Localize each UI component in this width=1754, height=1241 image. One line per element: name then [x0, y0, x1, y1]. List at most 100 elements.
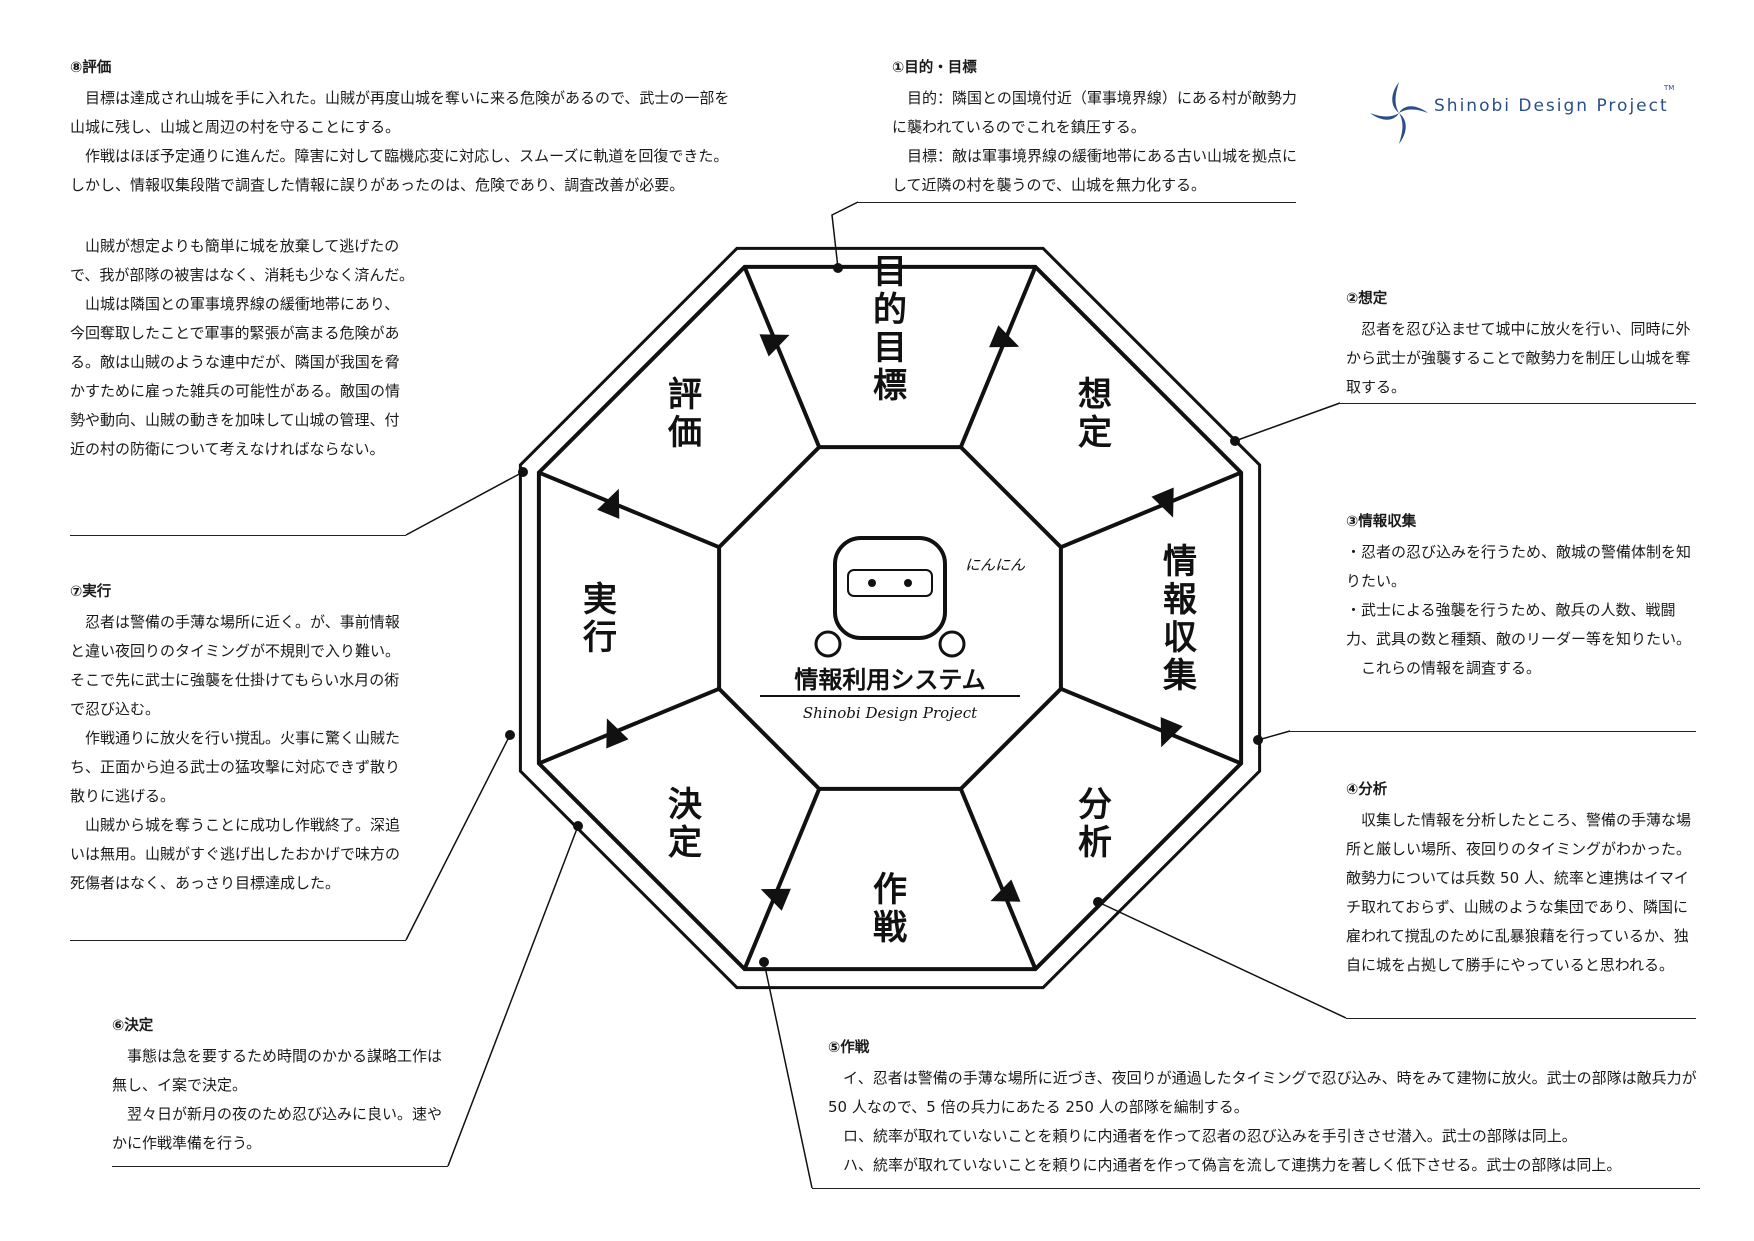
leader-dot [573, 821, 583, 831]
segment-label-char: 定 [1078, 413, 1112, 453]
section-title: ③情報収集 [1346, 514, 1417, 530]
paragraph: 翌々日が新月の夜のため忍び込みに良い。速やかに作戦準備を行う。 [112, 1105, 443, 1152]
segment-label-char: 析 [1078, 823, 1112, 863]
paragraph: 山賊から城を奪うことに成功し作戦終了。深追いは無用。山賊がすぐ逃げ出したおかげで… [70, 816, 401, 892]
ninja-eye-icon [904, 579, 912, 587]
leader-dot [518, 467, 528, 477]
paragraph: ロ、統率が取れていないことを頼りに内通者を作って忍者の忍び込みを手引きさせ潜入。… [843, 1127, 1577, 1145]
section-evaluation: ⑧評価 目標は達成され山城を手に入れた。山賊が再度山城を奪いに来る危険があるので… [70, 56, 730, 200]
bullet-item: ・忍者の忍び込みを行うため、敵城の警備体制を知りたい。 [1346, 543, 1692, 590]
segment-label-char: 収 [1163, 618, 1197, 658]
cycle-arrow-icon [760, 888, 791, 911]
section-plan: ⑤作戦 イ、忍者は警備の手薄な場所に近づき、夜回りが通過したタイミングで忍び込み… [828, 1036, 1708, 1180]
segment-divider [1060, 686, 1242, 766]
section-execution: ⑦実行 忍者は警備の手薄な場所に近く。が、事前情報と違い夜回りのタイミングが不規… [70, 580, 414, 898]
segment-label-execution: 実行 [583, 580, 617, 658]
paragraph: 山城は隣国との軍事境界線の緩衝地帯にあり、今回奪取したことで軍事的緊張が高まる危… [70, 295, 401, 458]
paragraph: 目的：隣国との国境付近（軍事境界線）にある村が敵勢力に襲われているのでこれを鎮圧… [892, 89, 1297, 136]
segment-label-char: 実 [583, 580, 617, 620]
leader-line [1257, 730, 1291, 741]
paragraph: 忍者を忍び込ませて城中に放火を行い、同時に外から武士が強襲することで敵勢力を制圧… [1346, 320, 1691, 396]
wheel-icon [814, 630, 842, 658]
leader-line [405, 471, 524, 536]
leader-underline [70, 535, 406, 536]
paragraph: 目標は達成され山城を手に入れた。山賊が再度山城を奪いに来る危険があるので、武士の… [70, 89, 730, 136]
segment-divider [958, 266, 1038, 448]
paragraph: 目標：敵は軍事境界線の緩衝地帯にある古い山城を拠点にして近隣の村を襲うので、山城… [892, 147, 1298, 194]
leader-underline [1290, 731, 1696, 732]
leader-dot [505, 730, 515, 740]
paragraph: ハ、統率が取れていないことを頼りに内通者を作って偽言を流して連携力を著しく低下さ… [843, 1156, 1622, 1174]
leader-underline [812, 1188, 1700, 1189]
segment-label-intel: 情報収集 [1162, 542, 1197, 696]
logo-text: Shinobi Design Project [1434, 96, 1669, 116]
octagon-outer-frame [518, 246, 1262, 990]
ninja-eye-icon [868, 579, 876, 587]
segment-label-char: 決 [668, 785, 702, 825]
segment-label-char: 情 [1163, 542, 1197, 582]
cycle-arrow-icon [990, 879, 1021, 902]
paragraph: 作戦はほぼ予定通りに進んだ。障害に対して臨機応変に対応し、スムーズに軌道を回復で… [70, 147, 729, 194]
section-assumption: ②想定 忍者を忍び込ませて城中に放火を行い、同時に外から武士が強襲することで敵勢… [1346, 287, 1700, 402]
segment-label-char: 価 [667, 413, 702, 453]
wheel-icon [938, 630, 966, 658]
cycle-arrow-icon [1160, 717, 1183, 748]
section-title: ②想定 [1346, 291, 1388, 307]
section-title: ⑦実行 [70, 584, 112, 600]
mascot-speech: にんにん [965, 556, 1026, 574]
center-title: 情報利用システム [794, 666, 985, 694]
section-title: ①目的・目標 [892, 60, 977, 76]
section-intel: ③情報収集 ・忍者の忍び込みを行うため、敵城の警備体制を知りたい。 ・武士による… [1346, 510, 1700, 683]
segment-label-plan: 作戦 [873, 870, 907, 948]
segment-label-char: 想 [1078, 375, 1112, 415]
section-evaluation-continued: 山賊が想定よりも簡単に城を放棄して逃げたので、我が部隊の被害はなく、消耗も少なく… [70, 232, 414, 464]
leader-line [405, 734, 511, 941]
cycle-arrow-icon [597, 488, 620, 519]
leader-underline [1340, 403, 1696, 404]
cycle-arrow-icon [606, 718, 629, 749]
section-analysis: ④分析 収集した情報を分析したところ、警備の手薄な場所と厳しい場所、夜回りのタイ… [1346, 778, 1700, 980]
leader-dot [1230, 436, 1240, 446]
section-title: ⑥決定 [112, 1018, 154, 1034]
paragraph: 収集した情報を分析したところ、警備の手薄な場所と厳しい場所、夜回りのタイミングが… [1346, 811, 1692, 974]
octagon-outer-ring [536, 264, 1244, 972]
segment-label-char: 定 [668, 823, 702, 863]
section-title: ⑧評価 [70, 60, 112, 76]
segment-label-char: 目 [873, 328, 907, 368]
cycle-arrow-icon [759, 334, 790, 357]
paragraph: イ、忍者は警備の手薄な場所に近づき、夜回りが通過したタイミングで忍び込み、時をみ… [828, 1069, 1697, 1116]
cycle-arrow-icon [989, 325, 1020, 348]
leader-line [763, 961, 813, 1189]
section-title: ④分析 [1346, 782, 1388, 798]
segment-label-char: 報 [1163, 580, 1197, 620]
segment-label-decision: 決定 [668, 785, 702, 863]
leader-dot [1253, 735, 1263, 745]
leader-underline [112, 1166, 448, 1167]
segment-divider [538, 686, 720, 766]
ninja-mask-icon [847, 569, 933, 597]
leader-dot [1093, 897, 1103, 907]
leader-line [1234, 402, 1341, 442]
section-purpose: ①目的・目標 目的：隣国との国境付近（軍事境界線）にある村が敵勢力に襲われている… [892, 56, 1310, 200]
cycle-arrow-icon [1151, 487, 1174, 518]
segment-label-assumption: 想定 [1078, 375, 1112, 453]
segment-divider [538, 470, 720, 550]
leader-dot [833, 263, 843, 273]
segment-label-char: 行 [583, 618, 617, 658]
paragraph: これらの情報を調査する。 [1361, 659, 1542, 677]
leader-underline [858, 202, 1296, 203]
bullet-item: ・武士による強襲を行うため、敵兵の人数、戦闘力、武具の数と種類、敵のリーダー等を… [1346, 601, 1692, 648]
ninja-mascot-icon [833, 536, 947, 640]
leader-line [831, 201, 859, 269]
segment-label-analysis: 分析 [1078, 785, 1112, 863]
leader-underline [70, 940, 406, 941]
segment-label-char: 作 [873, 870, 907, 910]
segment-divider [1060, 470, 1242, 550]
leader-line [447, 825, 579, 1167]
segment-label-evaluation: 評価 [667, 375, 702, 453]
leader-dot [759, 957, 769, 967]
segment-label-char: 的 [873, 290, 907, 330]
leader-line [1097, 901, 1347, 1019]
